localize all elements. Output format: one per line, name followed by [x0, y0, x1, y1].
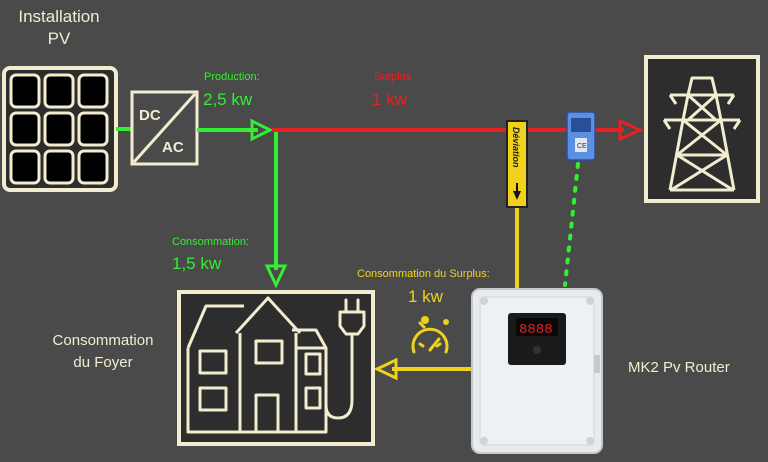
svg-text:CE: CE: [577, 143, 587, 150]
installation-title-line2: PV: [47, 29, 71, 48]
pylon-icon: [644, 55, 760, 203]
production-value: 2,5 kw: [203, 90, 253, 109]
consumption-arrow: [264, 264, 288, 289]
installation-title-line1: Installation: [18, 7, 100, 26]
plug-icon: [324, 298, 366, 420]
surplus-value: 1 kw: [372, 90, 407, 109]
foyer-title-line2: du Foyer: [73, 354, 133, 371]
solar-panel-icon: [2, 66, 118, 192]
foyer-title: Consommation du Foyer: [28, 330, 178, 374]
inverter-icon: DC AC: [130, 90, 199, 166]
house-icon: [177, 290, 375, 446]
inverter-dc-label: DC: [139, 107, 161, 124]
surplus-consumption-value: 1 kw: [408, 287, 443, 306]
production-arrow: [250, 118, 274, 142]
foyer-title-line1: Consommation: [52, 332, 154, 349]
surplus-arrow: [618, 118, 644, 142]
ct-cable: [563, 162, 580, 287]
surplus-consumption-label: Consommation du Surplus:: [357, 268, 490, 280]
surplus-consumption-arrow: [373, 357, 398, 381]
production-label: Production:: [204, 71, 260, 83]
gauge-icon: [411, 316, 449, 354]
router-display: 8888: [519, 322, 553, 338]
consommation-label: Consommation:: [172, 236, 250, 248]
deviation-label: Déviation: [511, 127, 521, 168]
surplus-label: Surplus: [374, 71, 412, 83]
installation-pv-title: Installation PV: [14, 6, 104, 50]
arrow-down-icon: [513, 191, 521, 200]
inverter-ac-label: AC: [162, 139, 184, 156]
deviation-box: Déviation: [506, 120, 528, 208]
router-device: 8888: [471, 288, 603, 454]
router-name: MK2 Pv Router: [628, 359, 730, 376]
ct-clamp-icon: CE: [566, 111, 596, 161]
consommation-value: 1,5 kw: [172, 254, 222, 273]
